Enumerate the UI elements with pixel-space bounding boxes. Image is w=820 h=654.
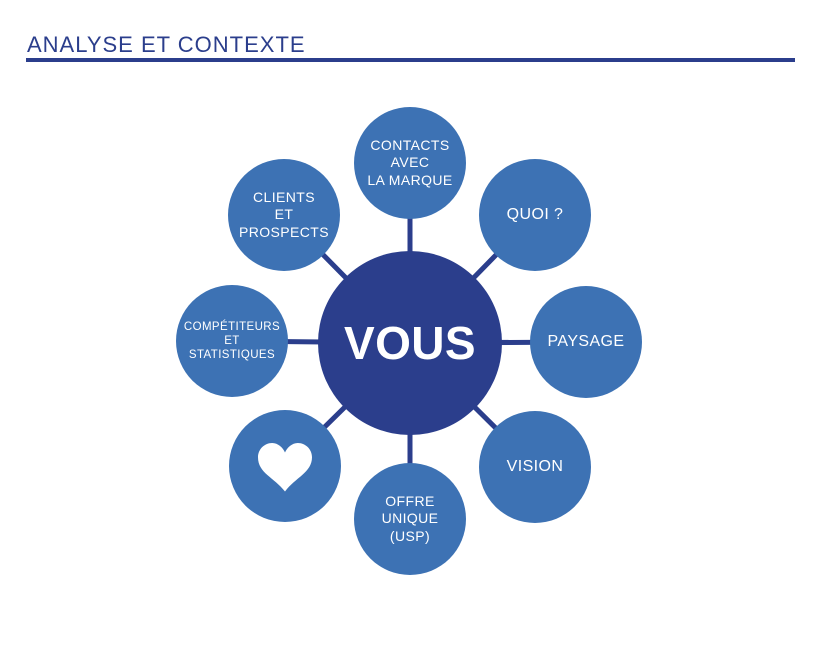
node-label: CONTACTS AVEC LA MARQUE — [367, 137, 453, 188]
page-title: ANALYSE ET CONTEXTE — [27, 32, 306, 57]
node-vous-center: VOUS — [318, 251, 502, 435]
node-offre-unique-usp: OFFRE UNIQUE (USP) — [354, 463, 466, 575]
node-label: CLIENTS ET PROSPECTS — [239, 189, 329, 240]
node-label: QUOI ? — [506, 206, 564, 224]
title-rule — [26, 58, 795, 62]
node-clients-et-prospects: CLIENTS ET PROSPECTS — [228, 159, 340, 271]
node-paysage: PAYSAGE — [530, 286, 642, 398]
node-coeur — [229, 410, 341, 522]
node-label: PAYSAGE — [547, 333, 625, 351]
node-quoi: QUOI ? — [479, 159, 591, 271]
node-contacts-avec-la-marque: CONTACTS AVEC LA MARQUE — [354, 107, 466, 219]
node-vision: VISION — [479, 411, 591, 523]
node-competiteurs-et-statistiques: COMPÉTITEURS ET STATISTIQUES — [176, 285, 288, 397]
heart-icon — [258, 442, 312, 491]
node-label: VISION — [506, 458, 564, 476]
node-label: VOUS — [344, 316, 476, 369]
node-label: OFFRE UNIQUE (USP) — [381, 493, 439, 544]
node-label: COMPÉTITEURS ET STATISTIQUES — [183, 320, 281, 361]
